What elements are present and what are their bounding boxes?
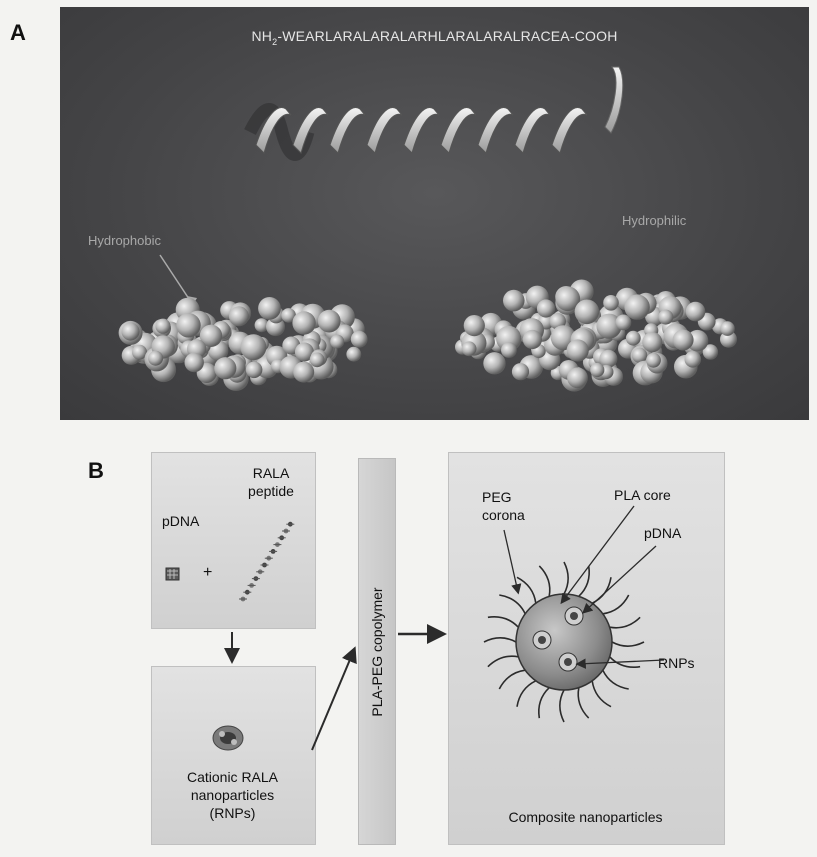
diagonal-arrow (312, 650, 354, 750)
peg-chain (560, 690, 564, 722)
peg-chain (539, 566, 549, 596)
peg-pointer (504, 530, 518, 592)
peg-chain (612, 642, 644, 646)
peg-chain (499, 595, 525, 614)
peg-chain (499, 670, 525, 689)
peg-chain (603, 670, 629, 689)
peg-chain (488, 617, 518, 627)
peg-chain (603, 595, 629, 614)
peg-chain (517, 577, 536, 603)
pdna-icon (166, 568, 179, 580)
peg-chain (539, 688, 549, 718)
pla-core-sphere (516, 594, 612, 690)
peg-chain (579, 566, 589, 596)
peg-chain (610, 617, 640, 627)
peg-chain (564, 562, 568, 594)
rnp-particle-icon (213, 726, 243, 750)
peg-chain (592, 681, 611, 707)
peg-chain (484, 638, 516, 642)
peg-chain (517, 681, 536, 707)
pdna-pointer (584, 546, 656, 612)
pla-core-pointer (562, 506, 634, 602)
peg-chain (578, 688, 588, 718)
rala-peptide-chain (239, 522, 294, 602)
peg-chain (488, 656, 518, 666)
